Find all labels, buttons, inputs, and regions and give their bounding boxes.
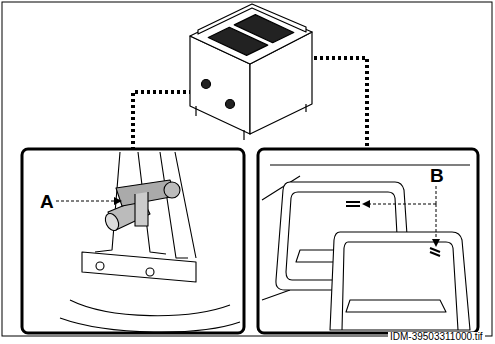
- fryer-body: [190, 4, 312, 140]
- wells-detail: [262, 165, 470, 330]
- file-reference: IDM-39503311000.tif: [388, 332, 485, 342]
- fryer-well: [234, 15, 293, 43]
- callout-leaders: [56, 186, 436, 244]
- callout-letter: B: [430, 166, 444, 185]
- callout-arrowheads: [114, 197, 440, 247]
- callout-panels: [22, 149, 478, 333]
- valve-detail: [60, 152, 240, 332]
- figure-frame: [2, 2, 492, 336]
- callout-letter: A: [40, 192, 54, 211]
